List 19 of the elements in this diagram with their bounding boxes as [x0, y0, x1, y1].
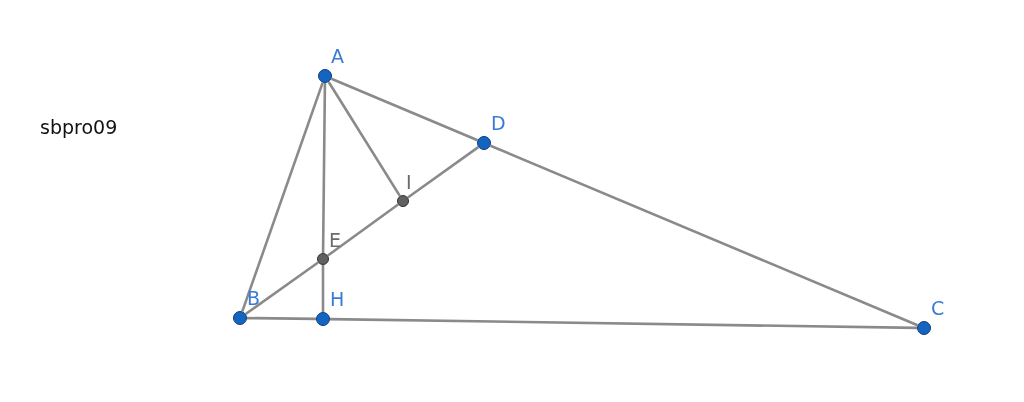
line-segment [244, 261, 319, 315]
line-segment [321, 83, 327, 253]
figure-label: sbpro09 [40, 116, 118, 138]
point-label: D [491, 113, 506, 133]
line-segment [407, 146, 480, 199]
point-label: I [406, 172, 412, 192]
line-segment [327, 203, 399, 257]
line-segment [330, 77, 479, 142]
line-segment [329, 317, 918, 330]
line-segment [489, 144, 919, 327]
point-label: A [331, 46, 344, 66]
line-segment [241, 82, 324, 312]
point-label: B [247, 288, 261, 308]
point-label: E [329, 230, 341, 250]
line-segment [327, 81, 401, 197]
point-label: C [931, 298, 945, 318]
point-label: H [330, 289, 345, 309]
line-segment [247, 316, 316, 321]
line-segment [321, 265, 325, 312]
